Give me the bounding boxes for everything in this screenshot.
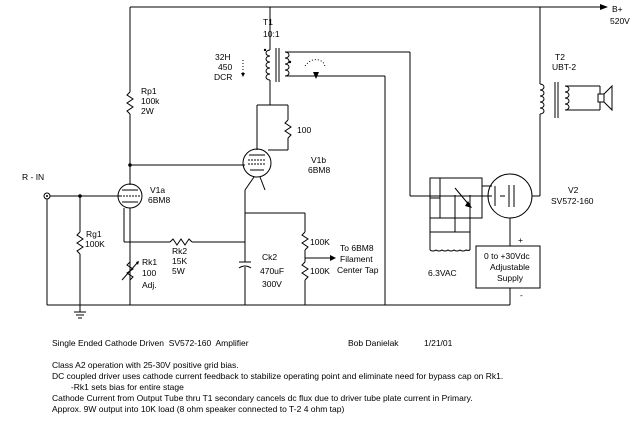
rp1-branch: Rp1 100k 2W [126, 7, 245, 185]
ck2-value: 470uF [260, 266, 284, 276]
divider-note-2: Filament [340, 254, 373, 264]
b-plus-rail: B+ 520V [130, 4, 630, 26]
rk2-name: Rk2 [172, 246, 187, 256]
notes-block: Single Ended Cathode Driven SV572-160 Am… [52, 338, 632, 415]
rp1-value: 100k [141, 96, 160, 106]
t1-current: 450 [218, 62, 232, 72]
schematic-title: Single Ended Cathode Driven SV572-160 Am… [52, 338, 249, 348]
t1-dcr: DCR [214, 72, 232, 82]
bias-supply-line-2: Adjustable [490, 262, 530, 272]
v1b-name: V1b [311, 155, 326, 165]
t1-inductance: 32H [215, 52, 231, 62]
divider-r-bottom: 100K [310, 266, 330, 276]
rk2-value: 15K [172, 256, 187, 266]
bias-supply-minus: - [520, 290, 523, 300]
note-line: Class A2 operation with 25-30V positive … [52, 360, 239, 370]
rp1-power: 2W [141, 106, 154, 116]
rk2-power: 5W [172, 266, 185, 276]
t1-name: T1 [263, 17, 273, 27]
bias-supply-line-1: 0 to +30Vdc [484, 251, 530, 261]
rg1-resistor: Rg1 100K [76, 194, 105, 305]
input-stage: R - IN V1a 6BM8 [22, 172, 170, 305]
t2-type: UBT-2 [552, 62, 576, 72]
note-line: Cathode Current from Output Tube thru T1… [52, 393, 473, 403]
note-line: Approx. 9W output into 10K load (8 ohm s… [52, 404, 345, 414]
note-line: DC coupled driver uses cathode current f… [52, 371, 504, 381]
v1a-type: 6BM8 [148, 195, 170, 205]
divider-network: 100K 100K To 6BM8 Filament Center Tap [301, 213, 379, 305]
bias-supply-plus: + [518, 235, 523, 245]
bias-supply-line-3: Supply [497, 273, 524, 283]
grid-resistor-value: 100 [297, 125, 311, 135]
rk-network: Rk2 15K 5W Rk1 100 Adj. [121, 238, 245, 290]
b-plus-label: B+ [612, 4, 623, 14]
input-label: R - IN [22, 172, 44, 182]
b-plus-voltage: 520V [610, 16, 630, 26]
t1-ratio: 10:1 [263, 29, 280, 39]
author: Bob Danielak [348, 338, 399, 348]
t1-secondary-wiring [384, 52, 492, 305]
rk1-note: Adj. [142, 280, 157, 290]
divider-r-top: 100K [310, 237, 330, 247]
rk1-name: Rk1 [142, 257, 157, 267]
v1a-name: V1a [150, 185, 165, 195]
title-row: Single Ended Cathode Driven SV572-160 Am… [52, 338, 632, 349]
heater-voltage: 6.3VAC [428, 268, 457, 278]
rp1-name: Rp1 [141, 86, 157, 96]
t2-name: T2 [555, 52, 565, 62]
ground-rail [47, 304, 385, 319]
divider-note-3: Center Tap [337, 265, 379, 275]
ck2-name: Ck2 [262, 252, 277, 262]
heater-winding: 6.3VAC [428, 218, 471, 278]
t2-transformer: T2 UBT-2 [539, 7, 613, 196]
v1b-tube: 100 V1b 6BM8 [242, 104, 330, 213]
v2-name: V2 [568, 185, 579, 195]
ck2-voltage: 300V [262, 279, 282, 289]
divider-note-1: To 6BM8 [340, 243, 374, 253]
v1b-type: 6BM8 [308, 165, 330, 175]
t1-transformer: T1 10:1 32H 450 DCR [214, 7, 410, 105]
bias-supply-box: 0 to +30Vdc Adjustable Supply + - [385, 218, 541, 306]
date: 1/21/01 [424, 338, 453, 348]
ck2-capacitor: Ck2 470uF 300V [238, 212, 305, 305]
rk1-value: 100 [142, 268, 156, 278]
rg1-value: 100K [85, 239, 105, 249]
rg1-name: Rg1 [86, 229, 102, 239]
v2-tube: V2 SV572-160 [429, 173, 594, 219]
v2-type: SV572-160 [551, 196, 594, 206]
note-line: -Rk1 sets bias for entire stage [52, 382, 184, 392]
